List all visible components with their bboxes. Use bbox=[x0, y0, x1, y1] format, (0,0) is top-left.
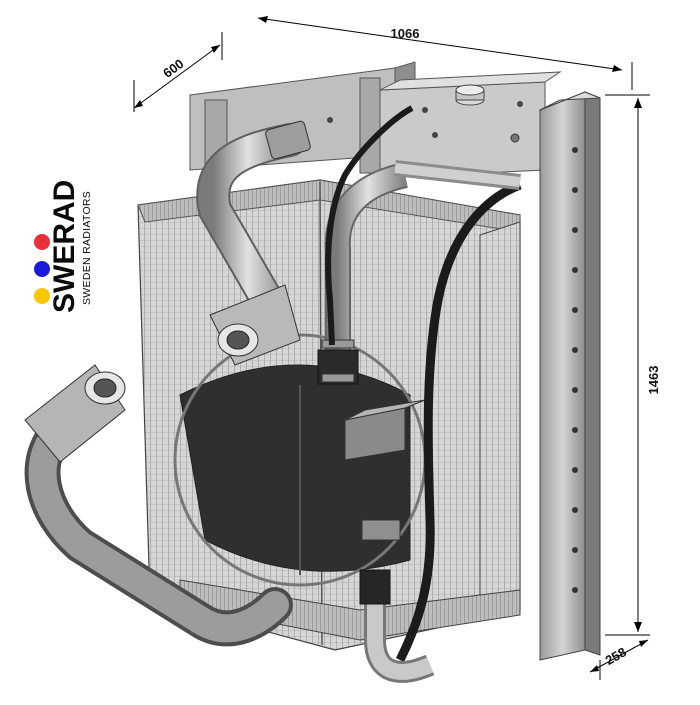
fan-opening bbox=[173, 333, 427, 587]
shroud-box bbox=[344, 399, 426, 461]
bottom-drain-pipe bbox=[359, 519, 435, 683]
right-side-frame bbox=[539, 91, 601, 661]
swerad-logo: SWERAD SWEDEN RADIATORS bbox=[28, 165, 93, 325]
dimension-depth-label: 600 bbox=[160, 56, 186, 81]
filler-cap bbox=[455, 84, 485, 106]
logo-name: SWERAD bbox=[48, 180, 81, 313]
right-side-panel bbox=[479, 221, 521, 621]
dimension-thickness bbox=[589, 639, 649, 680]
small-pipe-top bbox=[394, 160, 521, 190]
black-hose-vent bbox=[325, 105, 414, 346]
logo-dot-red bbox=[34, 234, 50, 250]
logo-tagline: SWEDEN RADIATORS bbox=[81, 191, 93, 305]
logo-dot-blue bbox=[34, 261, 50, 277]
dimension-width-label: 1066 bbox=[391, 26, 420, 41]
dimension-height bbox=[605, 94, 650, 636]
dimension-height-label: 1463 bbox=[646, 366, 661, 395]
dimension-depth bbox=[133, 44, 221, 112]
centre-pipe bbox=[317, 162, 409, 385]
logo-dot-yellow bbox=[34, 288, 50, 304]
upper-inlet-pipe bbox=[196, 120, 311, 366]
dimension-width bbox=[221, 16, 633, 90]
dimension-thickness-label: 258 bbox=[603, 644, 629, 668]
lower-outlet-pipe bbox=[24, 364, 293, 647]
frame-holes bbox=[572, 147, 578, 593]
black-hose-bypass bbox=[395, 180, 522, 663]
logo-graphic: SWERAD SWEDEN RADIATORS bbox=[34, 180, 93, 313]
